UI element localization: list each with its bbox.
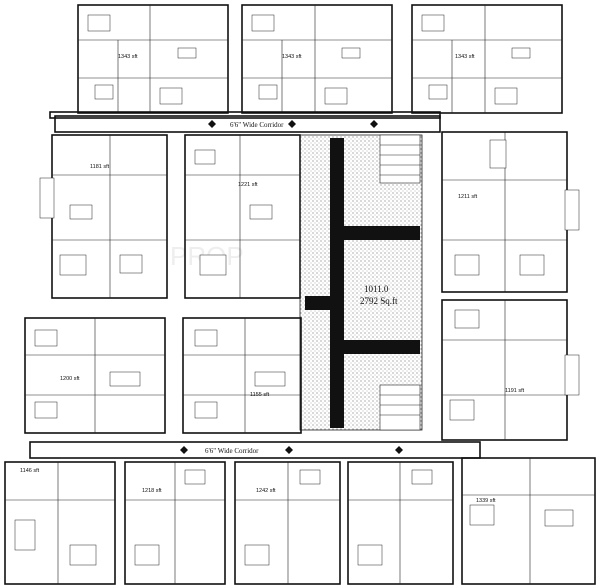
area-tag: 1155 sft <box>250 392 270 398</box>
central-site: 1011.0 2792 Sq.ft <box>299 134 423 431</box>
unit-top-2 <box>241 4 393 114</box>
unit-bottom-1 <box>4 461 116 585</box>
unit-mid-left-2 <box>184 134 301 299</box>
area-tag: 1343 sft <box>455 54 475 60</box>
area-tag: 1221 sft <box>238 182 258 188</box>
unit-right-1 <box>441 131 580 293</box>
unit-right-2 <box>441 299 580 441</box>
area-tag: 1339 sft <box>476 498 496 504</box>
area-tag: 1146 sft <box>20 468 40 474</box>
area-tag: 1191 sft <box>505 388 525 394</box>
unit-top-1 <box>77 4 229 114</box>
area-tag: 1343 sft <box>282 54 302 60</box>
area-tag: 1242 sft <box>256 488 276 494</box>
area-tag: 1218 sft <box>142 488 162 494</box>
corridor-top: 6'6" Wide Corridor <box>49 111 441 133</box>
corridor-bottom: 6'6" Wide Corridor <box>29 441 481 459</box>
unit-bottom-5 <box>461 457 596 585</box>
site-area-line2: 2792 Sq.ft <box>360 296 398 306</box>
area-tag: 1200 sft <box>60 376 80 382</box>
area-tag: 1181 sft <box>90 164 110 170</box>
area-tag: 1343 sft <box>118 54 138 60</box>
unit-top-3 <box>411 4 563 114</box>
unit-low-left-2 <box>182 317 302 434</box>
unit-bottom-3 <box>234 461 341 585</box>
area-tags: 1343 sft 1343 sft 1343 sft 1181 sft 1221… <box>20 54 525 504</box>
unit-mid-left-1 <box>39 134 168 299</box>
unit-low-left-1 <box>24 317 166 434</box>
unit-bottom-2 <box>124 461 226 585</box>
unit-bottom-4 <box>347 461 454 585</box>
corridor-bottom-label: 6'6" Wide Corridor <box>205 447 259 455</box>
area-tag: 1211 sft <box>458 194 478 200</box>
corridor-top-label: 6'6" Wide Corridor <box>230 121 284 129</box>
site-area-line1: 1011.0 <box>364 284 389 294</box>
